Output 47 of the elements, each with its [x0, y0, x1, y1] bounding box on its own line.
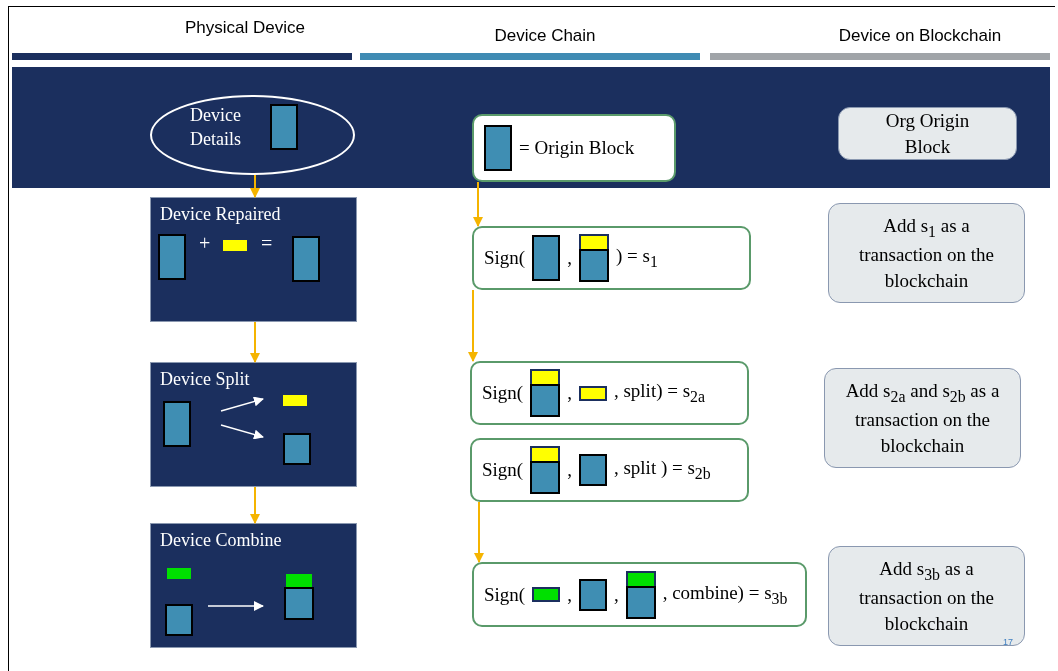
- arrow: [468, 289, 478, 362]
- block-box: [472, 114, 676, 182]
- formula-text: Sign(: [484, 247, 526, 269]
- arrow: [250, 321, 260, 363]
- node-title: Device Split: [160, 369, 250, 390]
- column-heading: Device on Blockchain: [838, 26, 1002, 46]
- formula-text: Sign(: [482, 459, 524, 481]
- page-number: 17: [1003, 637, 1013, 647]
- block-box: [472, 226, 751, 290]
- transaction-text: Add s$_{2a}$ and s$_{2b}$ as a transaction on the blockchain: [844, 378, 1001, 458]
- node-title: Device Details: [190, 104, 242, 152]
- formula-text: ) = s$_{1}$: [615, 245, 658, 271]
- formula-text: Sign(: [484, 583, 526, 606]
- block-box: [470, 361, 749, 425]
- formula-text: ,: [567, 583, 572, 606]
- node-title: Device Repaired: [160, 204, 281, 225]
- formula-text: ,: [567, 382, 572, 404]
- block-box: [472, 562, 807, 627]
- arrow: [250, 486, 260, 524]
- block-box: [470, 438, 749, 502]
- process-box: [150, 197, 357, 322]
- formula-text: Sign(: [482, 382, 524, 404]
- transaction-text: Org Origin Block: [884, 108, 971, 159]
- ellipse-node: [150, 95, 355, 175]
- arrow: [250, 174, 260, 198]
- process-box: [150, 362, 357, 487]
- transaction-box: [824, 368, 1021, 468]
- node-title: Device Combine: [160, 530, 282, 551]
- transaction-box: [828, 546, 1025, 646]
- transaction-text: Add s$_{3b}$ as a transaction on the blockchain: [857, 556, 996, 636]
- formula-text: , split ) = s$_{2b}$: [613, 457, 711, 483]
- formula-text: , combine) = s$_{3b}$: [662, 581, 788, 608]
- column-heading: Physical Device: [185, 18, 305, 38]
- transaction-box: [828, 203, 1025, 303]
- transaction-text: Add s$_{1}$ as a transaction on the blockchain: [857, 213, 996, 293]
- arrow: [473, 181, 483, 227]
- arrow: [474, 501, 484, 563]
- column-heading: Device Chain: [494, 26, 596, 46]
- formula-text: ,: [567, 247, 572, 269]
- operator-sign: =: [261, 232, 273, 255]
- formula-text: , split) = s$_{2a}$: [613, 380, 706, 406]
- formula-text: ,: [613, 583, 619, 606]
- formula-text: = Origin Block: [519, 137, 635, 159]
- transaction-box: [838, 107, 1017, 160]
- formula-text: ,: [567, 459, 572, 481]
- operator-sign: +: [199, 232, 211, 255]
- process-box: [150, 523, 357, 648]
